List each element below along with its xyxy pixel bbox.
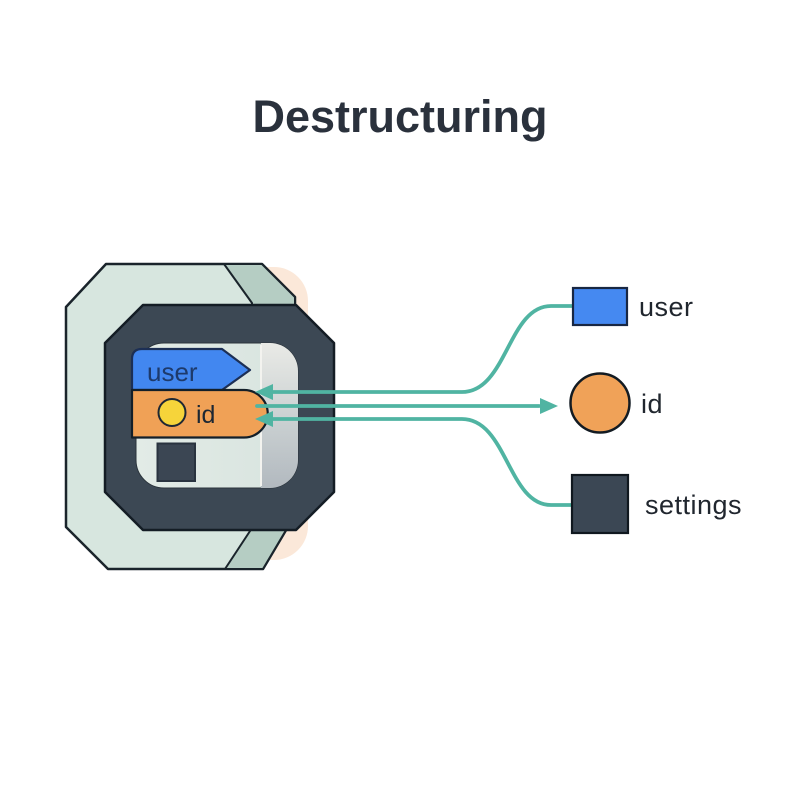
user-label: user: [639, 292, 694, 322]
connector-settings-arrowhead-icon: [255, 411, 273, 427]
object-id-pill-label: id: [196, 401, 215, 429]
page-title: Destructuring: [252, 91, 548, 142]
screen-side-strip: [261, 343, 298, 488]
settings-swatch: [570, 473, 630, 535]
settings-label: settings: [645, 490, 742, 520]
object-user-tab: [130, 347, 252, 392]
connector-id-arrowhead-icon: [540, 398, 558, 414]
object-user-tab-label: user: [147, 357, 198, 387]
user-swatch: [571, 286, 629, 327]
object-settings-tile: [156, 442, 196, 482]
connector-user-line: [270, 304, 575, 394]
connector-user-arrowhead-icon: [255, 384, 273, 400]
id-dot-icon: [157, 398, 187, 427]
id-swatch: [569, 372, 631, 434]
connector-settings-line: [270, 417, 575, 507]
id-label: id: [641, 389, 663, 419]
